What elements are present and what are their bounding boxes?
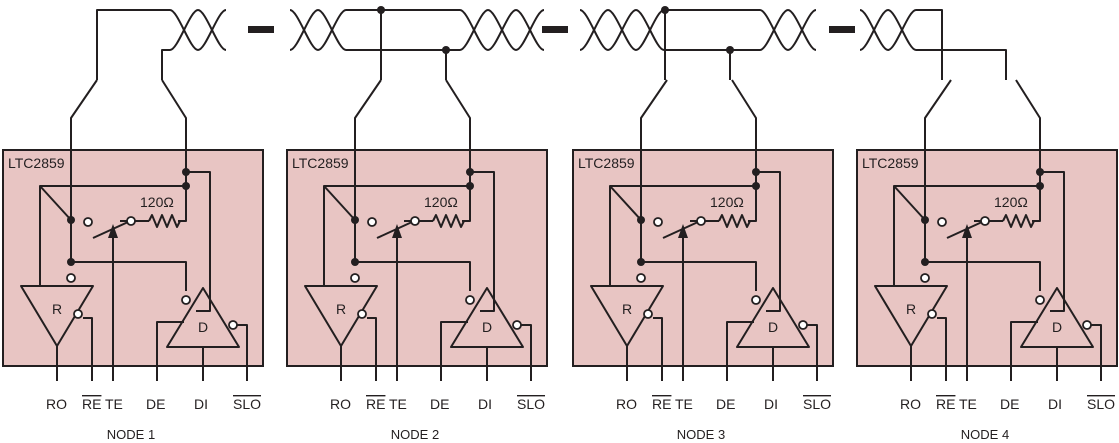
node-1: LTC2859 R — [2, 79, 264, 442]
pin-te: TE — [389, 396, 407, 412]
node-label: NODE 1 — [107, 427, 155, 442]
cable-break-3 — [829, 26, 855, 33]
pin-de: DE — [716, 396, 735, 412]
pin-te: TE — [105, 396, 123, 412]
pin-te: TE — [959, 396, 977, 412]
node-3: LTC2859 R — [572, 79, 834, 442]
pin-slo: SLO — [233, 396, 261, 412]
pin-slo: SLO — [803, 396, 831, 412]
driver-label: D — [482, 319, 492, 335]
receiver-label: R — [622, 301, 632, 317]
receiver-label: R — [336, 301, 346, 317]
part-number-label: LTC2859 — [578, 155, 635, 171]
pin-di: DI — [194, 396, 208, 412]
node-label: NODE 2 — [391, 427, 439, 442]
part-number-label: LTC2859 — [292, 155, 349, 171]
resistor-label: 120Ω — [140, 194, 174, 210]
pin-re: RE — [366, 396, 385, 412]
pin-slo: SLO — [1087, 396, 1115, 412]
transceiver-box — [856, 149, 1118, 367]
pin-re: RE — [82, 396, 101, 412]
resistor-label: 120Ω — [994, 194, 1028, 210]
pin-di: DI — [1048, 396, 1062, 412]
transceiver-box — [2, 149, 264, 367]
resistor-label: 120Ω — [710, 194, 744, 210]
transceiver-box — [286, 149, 548, 367]
cable-break-2 — [542, 26, 568, 33]
node-group: LTC2859 R — [2, 79, 1118, 442]
pin-ro: RO — [330, 396, 351, 412]
pin-ro: RO — [46, 396, 67, 412]
receiver-label: R — [52, 301, 62, 317]
pin-re: RE — [936, 396, 955, 412]
driver-label: D — [1052, 319, 1062, 335]
pin-de: DE — [430, 396, 449, 412]
node-2: LTC2859 R — [286, 79, 548, 442]
cable-break-markers — [248, 26, 855, 33]
pin-de: DE — [146, 396, 165, 412]
twisted-pair-cable — [96, 6, 1007, 80]
node-label: NODE 4 — [961, 427, 1009, 442]
pin-te: TE — [675, 396, 693, 412]
pin-slo: SLO — [517, 396, 545, 412]
driver-label: D — [198, 319, 208, 335]
pin-de: DE — [1000, 396, 1019, 412]
receiver-label: R — [906, 301, 916, 317]
pin-ro: RO — [900, 396, 921, 412]
resistor-label: 120Ω — [424, 194, 458, 210]
pin-ro: RO — [616, 396, 637, 412]
part-number-label: LTC2859 — [8, 155, 65, 171]
pin-re: RE — [652, 396, 671, 412]
node-label: NODE 3 — [677, 427, 725, 442]
part-number-label: LTC2859 — [862, 155, 919, 171]
pin-di: DI — [764, 396, 778, 412]
node-4: LTC2859 R — [856, 79, 1118, 442]
pin-di: DI — [478, 396, 492, 412]
transceiver-box — [572, 149, 834, 367]
cable-break-1 — [248, 26, 274, 33]
driver-label: D — [768, 319, 778, 335]
